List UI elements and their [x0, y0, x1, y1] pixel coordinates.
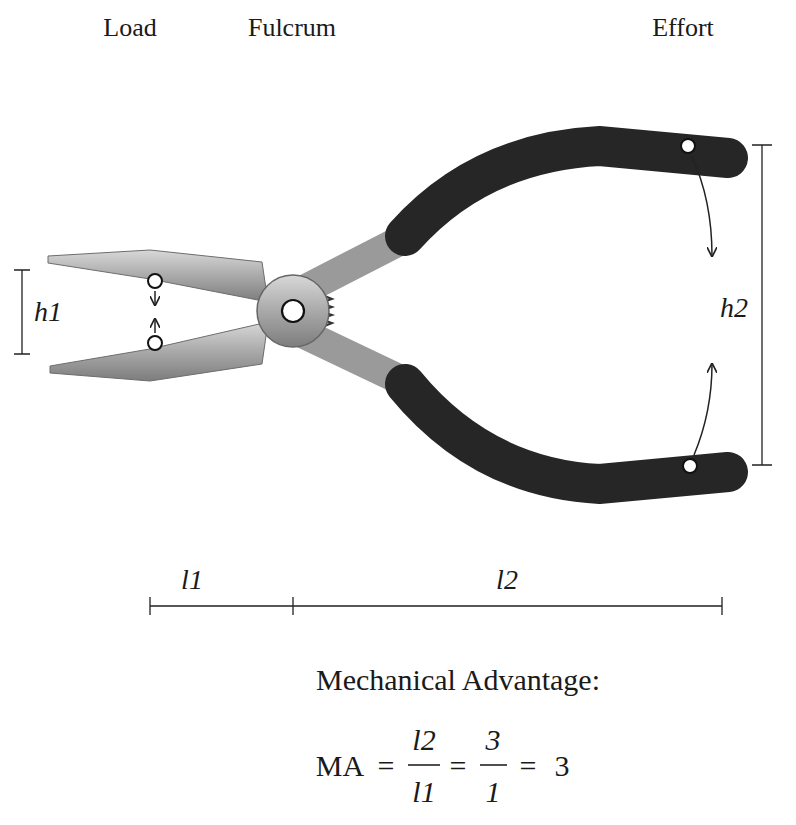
formula-number: 3: [486, 725, 501, 755]
formula-symbol: =: [450, 751, 467, 781]
formula-heading: Mechanical Advantage:: [316, 665, 600, 695]
motion-arrow: [154, 291, 156, 305]
formula-number: 3: [555, 751, 570, 781]
lower-jaw: [50, 322, 268, 381]
pivot-head: [257, 275, 329, 347]
dimension-label: l2: [496, 566, 518, 594]
lower-grip: [405, 384, 728, 484]
upper-grip: [405, 146, 728, 236]
dimension-label: h1: [34, 298, 62, 326]
formula-symbol: =: [520, 751, 537, 781]
effort-point: [683, 459, 697, 473]
part-label: Fulcrum: [248, 15, 336, 41]
dimension-label: l1: [181, 566, 203, 594]
formula-number: 1: [486, 777, 501, 807]
dimension-label: h2: [720, 294, 748, 322]
part-label: Load: [103, 15, 156, 41]
fulcrum-point: [282, 300, 304, 322]
formula-term: l2: [412, 725, 435, 755]
effort-point: [681, 139, 695, 153]
part-label: Effort: [652, 15, 714, 41]
formula-term: l1: [412, 777, 435, 807]
formula-symbol: =: [378, 751, 395, 781]
motion-arrow: [694, 364, 712, 455]
formula-term: MA: [316, 751, 364, 781]
dimension-bracket: [14, 145, 772, 615]
motion-arrow: [692, 157, 712, 256]
upper-jaw: [48, 250, 268, 302]
motion-arrow: [154, 319, 156, 333]
load-point: [148, 274, 162, 288]
load-point: [148, 336, 162, 350]
